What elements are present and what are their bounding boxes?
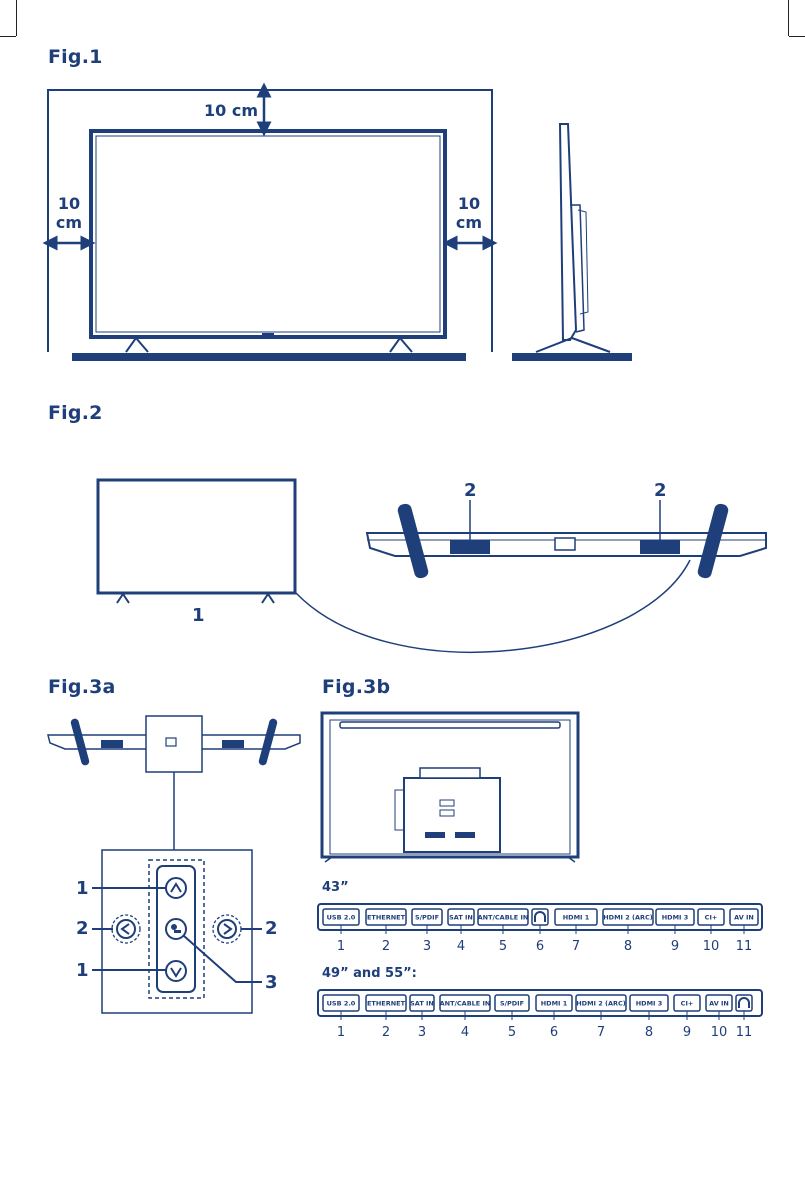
port-label: HDMI 3 — [662, 914, 689, 922]
port-label: HDMI 1 — [541, 1000, 568, 1008]
port-5: ANT/CABLE IN 5 — [478, 909, 529, 954]
port-6: 6 — [532, 909, 548, 954]
port-label: CI+ — [705, 914, 718, 922]
port-number: 10 — [711, 1025, 728, 1040]
port-label: HDMI 2 (ARC) — [603, 914, 653, 922]
port-number: 6 — [536, 939, 544, 954]
port-label: HDMI 2 (ARC) — [576, 1000, 626, 1008]
port-2: ETHERNET 2 — [366, 995, 406, 1040]
port-10: AV IN 10 — [706, 995, 732, 1040]
port-8: HDMI 3 8 — [630, 995, 668, 1040]
port-label: SAT IN — [449, 914, 473, 922]
port-number: 11 — [736, 939, 753, 954]
port-label: HDMI 1 — [563, 914, 590, 922]
port-7: HDMI 1 7 — [555, 909, 597, 954]
port-2: ETHERNET 2 — [366, 909, 406, 954]
port-1: USB 2.0 1 — [323, 909, 359, 954]
port-number: 4 — [457, 939, 465, 954]
port-10: CI+ 10 — [698, 909, 724, 954]
port-label: S/PDIF — [500, 1000, 524, 1008]
port-number: 3 — [418, 1025, 426, 1040]
port-9: CI+ 9 — [674, 995, 700, 1040]
port-1: USB 2.0 1 — [323, 995, 359, 1040]
port-label: CI+ — [681, 1000, 694, 1008]
port-number: 7 — [572, 939, 580, 954]
port-number: 1 — [337, 939, 345, 954]
port-number: 2 — [382, 939, 390, 954]
port-number: 10 — [703, 939, 720, 954]
port-label: S/PDIF — [415, 914, 439, 922]
port-number: 4 — [461, 1025, 469, 1040]
port-7: HDMI 2 (ARC) 7 — [576, 995, 626, 1040]
port-5: S/PDIF 5 — [495, 995, 529, 1040]
port-11: AV IN 11 — [730, 909, 758, 954]
port-label: SAT IN — [410, 1000, 434, 1008]
port-8: HDMI 2 (ARC) 8 — [603, 909, 653, 954]
port-number: 5 — [508, 1025, 516, 1040]
port-label: AV IN — [709, 1000, 729, 1008]
port-number: 9 — [683, 1025, 691, 1040]
port-number: 2 — [382, 1025, 390, 1040]
port-label: ANT/CABLE IN — [440, 1000, 491, 1008]
port-number: 8 — [645, 1025, 653, 1040]
port-3: SAT IN 3 — [410, 995, 434, 1040]
port-number: 3 — [423, 939, 431, 954]
port-number: 5 — [499, 939, 507, 954]
port-4: SAT IN 4 — [448, 909, 474, 954]
port-number: 6 — [550, 1025, 558, 1040]
port-6: HDMI 1 6 — [536, 995, 572, 1040]
port-label: HDMI 3 — [636, 1000, 663, 1008]
port-4: ANT/CABLE IN 4 — [440, 995, 491, 1040]
port-number: 11 — [736, 1025, 753, 1040]
port-11: 11 — [736, 995, 753, 1040]
port-label: AV IN — [734, 914, 754, 922]
port-label: ETHERNET — [367, 914, 406, 922]
port-number: 7 — [597, 1025, 605, 1040]
port-number: 9 — [671, 939, 679, 954]
port-number: 1 — [337, 1025, 345, 1040]
port-number: 8 — [624, 939, 632, 954]
port-label: ANT/CABLE IN — [478, 914, 529, 922]
port-3: S/PDIF 3 — [412, 909, 442, 954]
port-label: ETHERNET — [367, 1000, 406, 1008]
port-9: HDMI 3 9 — [656, 909, 694, 954]
port-label: USB 2.0 — [327, 914, 356, 922]
port-label: USB 2.0 — [327, 1000, 356, 1008]
